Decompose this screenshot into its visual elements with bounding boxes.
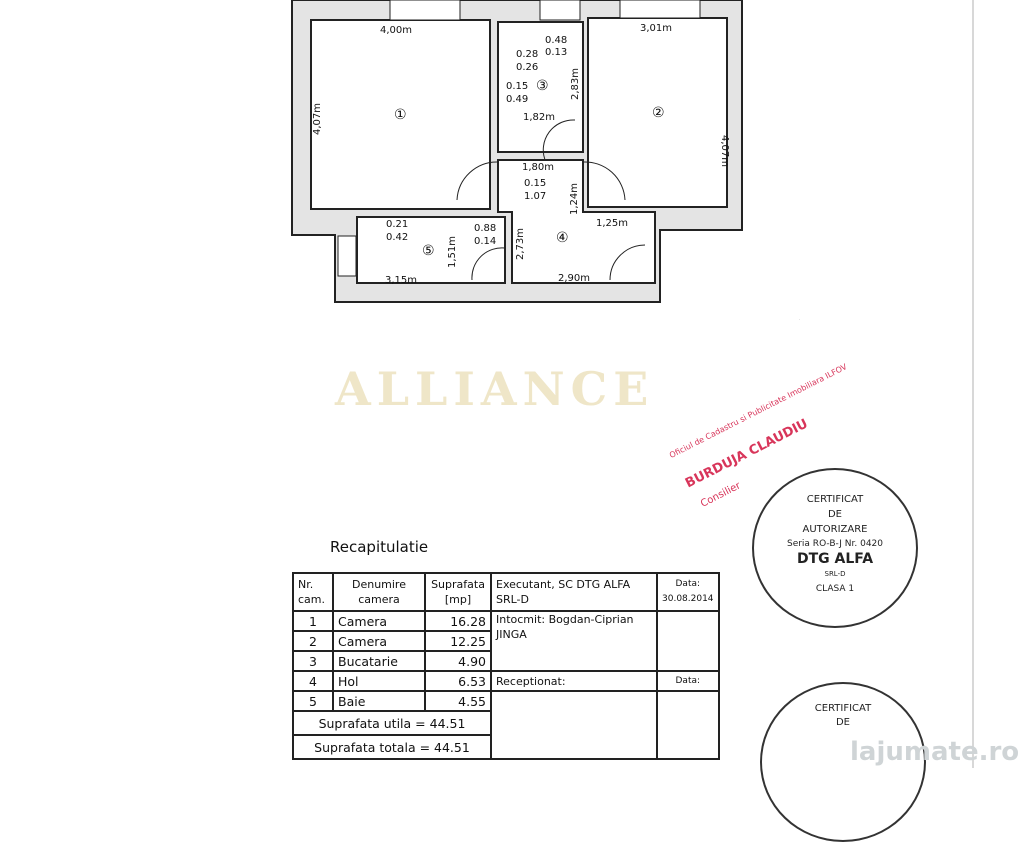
stamp-line: SRL-D [824,570,846,578]
row-area: 16.28 [424,610,492,632]
room-number-2: ② [652,105,665,121]
empty-cell [490,690,658,760]
fraction-bottom: 0.49 [506,94,528,105]
room-3 [497,21,584,153]
room-2 [587,17,728,208]
dim-hall-bottom: 2,90m [558,273,590,284]
signature-cell [656,610,720,672]
intocmit: Intocmit: Bogdan-Ciprian JINGA [490,610,658,672]
row-area: 12.25 [424,630,492,652]
row-nr: 1 [292,610,334,632]
fraction-top: 0.28 [516,49,538,60]
dim-bath-w: 3,15m [385,275,417,286]
recap-table: Nr. cam. Denumire camera Suprafata [mp] … [292,572,720,760]
dim-hall-w: 1,80m [522,162,554,173]
watermark-logo: ALLIANCE [335,362,655,416]
door-arc [542,119,576,161]
room-number-1: ① [394,107,407,123]
site-watermark: lajumate.ro [850,737,1020,767]
header-name: Denumire camera [332,572,426,612]
row-nr: 5 [292,690,334,712]
window [389,0,461,21]
window [539,0,581,21]
row-nr: 3 [292,650,334,672]
door-arc [456,161,499,201]
dim-r3-h: 2,83m [570,68,581,100]
stamp-line: DTG ALFA [796,551,874,567]
dim-bath-h: 1,51m [447,236,458,268]
row-name: Hol [332,670,426,692]
recap-title: Recapitulatie [330,538,429,556]
stamp-line: AUTORIZARE [802,524,868,535]
red-stamp-role: Consilier [699,480,743,510]
stamp-line: DE [827,509,843,520]
door-arc [471,247,506,281]
room-5 [356,216,506,284]
room-1 [310,19,491,210]
row-area: 4.90 [424,650,492,672]
floor-plan: 4,00m 4,07m 3,01m 4,07m 1,82m 2,83m 1,80… [291,0,800,320]
row-area: 4.55 [424,690,492,712]
dim-r2-w: 3,01m [640,23,672,34]
fraction-bottom: 0.14 [474,236,496,247]
round-stamp: CERTIFICAT DE AUTORIZARE Seria RO-B-J Nr… [752,468,918,628]
empty-cell [656,690,720,760]
row-nr: 4 [292,670,334,692]
fraction-bottom: 1.07 [524,191,546,202]
row-name: Camera [332,630,426,652]
row-name: Baie [332,690,426,712]
fraction-top: 0.21 [386,219,408,230]
fraction-bottom: 0.26 [516,62,538,73]
row-area: 6.53 [424,670,492,692]
dim-hall-h: 1,24m [569,183,580,215]
room-4 [497,159,656,284]
stamp-line: CLASA 1 [815,584,855,594]
page-edge [972,0,974,768]
dim-r3-w: 1,82m [523,112,555,123]
door-arc [609,244,646,281]
dim-r1-h: 4,07m [312,103,323,135]
receptionat: Receptionat: [490,670,658,692]
header-executant: Executant, SC DTG ALFA SRL-D [490,572,658,612]
stamp-line: CERTIFICAT [814,703,872,714]
dim-hall-side: 1,25m [596,218,628,229]
suprafata-utila: Suprafata utila = 44.51 [292,710,492,736]
header-date: Data: 30.08.2014 [656,572,720,612]
dim-hall-h2: 2,73m [515,228,526,260]
dim-r2-h: 4,07m [719,135,730,167]
stamp-line: DE [835,717,851,728]
stamp-line: Seria RO-B-J Nr. 0420 [786,539,883,549]
fraction-top: 0.15 [524,178,546,189]
header-nr: Nr. cam. [292,572,334,612]
fraction-top: 0.48 [545,35,567,46]
door-arc [582,161,626,201]
fraction-bottom: 0.42 [386,232,408,243]
row-name: Camera [332,610,426,632]
suprafata-totala: Suprafata totala = 44.51 [292,734,492,760]
room-number-4: ④ [556,230,569,246]
row-nr: 2 [292,630,334,652]
fraction-bottom: 0.13 [545,47,567,58]
header-area: Suprafata [mp] [424,572,492,612]
stamp-line: CERTIFICAT [806,494,864,505]
window [619,0,701,19]
window [337,235,357,277]
fraction-top: 0.88 [474,223,496,234]
dim-r1-w: 4,00m [380,25,412,36]
dimension-labels: 4,00m 4,07m 3,01m 4,07m 1,82m 2,83m 1,80… [312,23,730,286]
room-number-5: ⑤ [422,243,435,259]
room-number-3: ③ [536,78,549,94]
fraction-top: 0.15 [506,81,528,92]
row-name: Bucatarie [332,650,426,672]
date-2: Data: [656,670,720,692]
